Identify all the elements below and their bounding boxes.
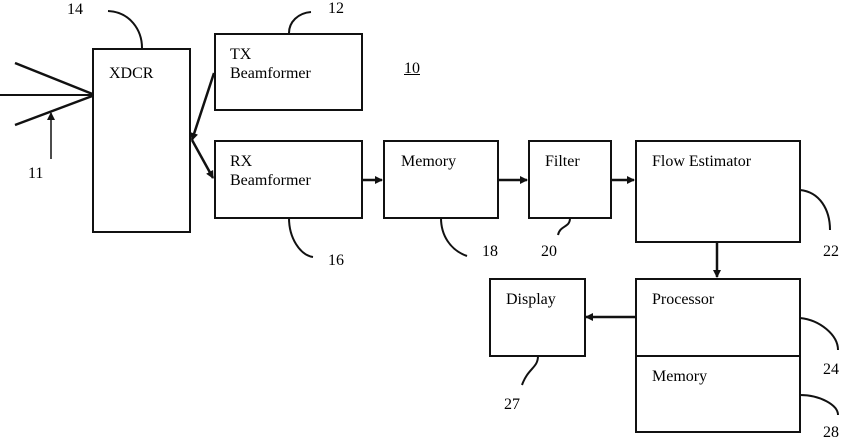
rx-beamformer-label: RX Beamformer (230, 152, 311, 190)
ref-24: 24 (823, 362, 839, 378)
ref-16: 16 (328, 253, 344, 269)
ref-18: 18 (482, 244, 498, 260)
memory-label: Memory (401, 152, 456, 171)
flow-estimator-label: Flow Estimator (652, 152, 751, 171)
memory2-block: Memory (635, 355, 801, 433)
tx-beamformer-block: TX Beamformer (214, 33, 363, 111)
rx-beamformer-block: RX Beamformer (214, 140, 363, 219)
xdcr-block: XDCR (92, 48, 191, 233)
leader-16 (289, 218, 313, 257)
beam-line-upper (15, 63, 95, 95)
memory2-label: Memory (652, 367, 707, 386)
leader-12 (289, 12, 311, 33)
leader-28 (800, 395, 838, 415)
leader-18 (441, 218, 467, 256)
memory-block: Memory (383, 140, 499, 219)
filter-label: Filter (545, 152, 580, 171)
arrow-tx-to-xdcr (192, 73, 214, 140)
tx-beamformer-label: TX Beamformer (230, 45, 311, 83)
leader-24 (800, 318, 838, 350)
ref-12: 12 (328, 1, 344, 17)
leader-20 (558, 218, 570, 235)
filter-block: Filter (528, 140, 612, 219)
display-block: Display (489, 278, 586, 357)
beam-line-lower (15, 95, 95, 125)
display-label: Display (506, 290, 556, 309)
ref-20: 20 (541, 244, 557, 260)
processor-label: Processor (652, 290, 714, 309)
ref-22: 22 (823, 244, 839, 260)
processor-block: Processor (635, 278, 801, 357)
ref-28: 28 (823, 425, 839, 441)
xdcr-label: XDCR (109, 64, 153, 83)
leader-22 (800, 190, 830, 230)
ref-11: 11 (28, 166, 43, 182)
leader-14 (108, 11, 142, 48)
arrow-xdcr-to-rx (192, 140, 213, 178)
ref-27: 27 (504, 397, 520, 413)
leader-27 (522, 356, 538, 385)
flow-estimator-block: Flow Estimator (635, 140, 801, 243)
ref-14: 14 (67, 2, 83, 18)
ref-10: 10 (404, 61, 420, 77)
